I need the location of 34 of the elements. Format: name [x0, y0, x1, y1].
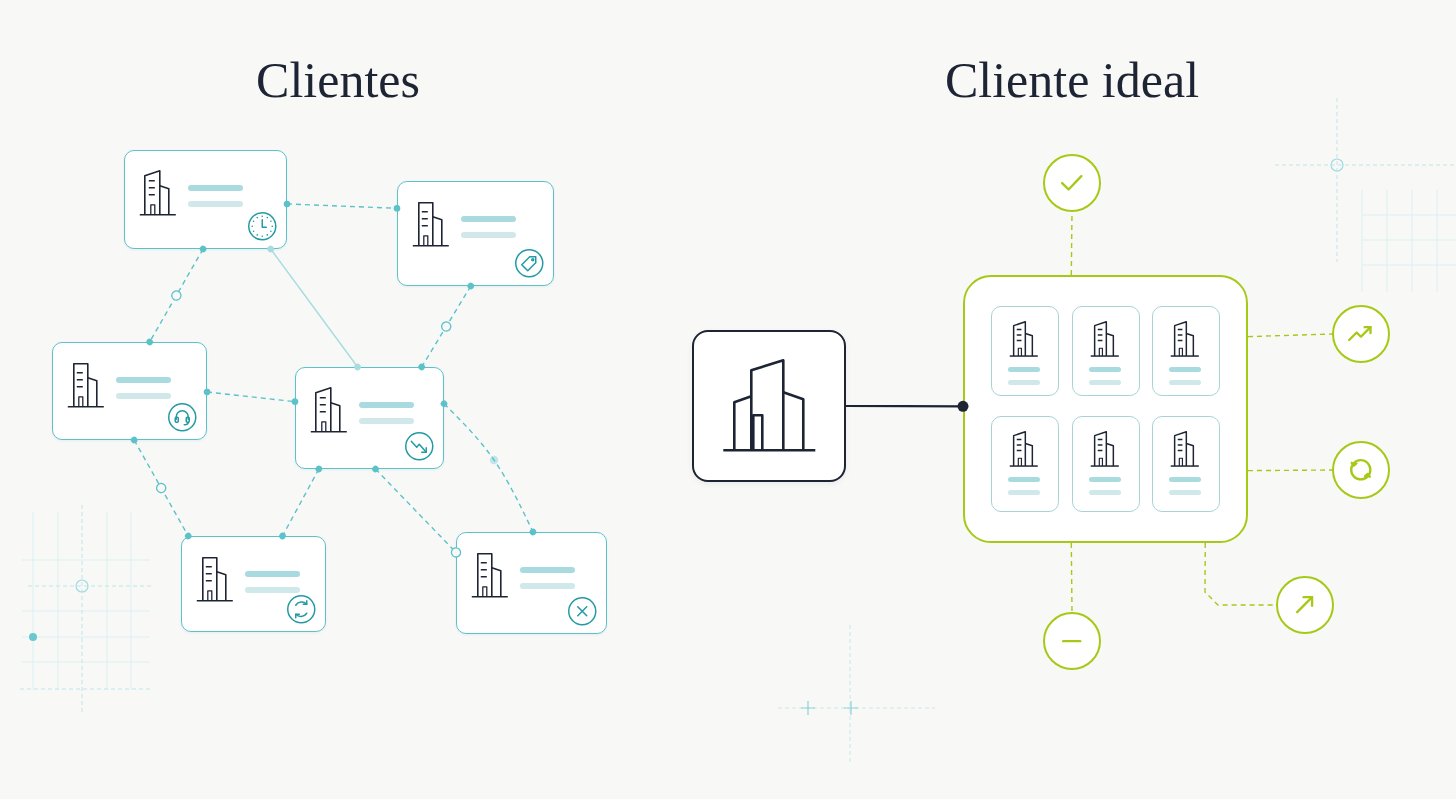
client-card	[124, 150, 287, 249]
client-card	[991, 416, 1059, 512]
panel-heading: Cliente ideal	[943, 52, 1201, 108]
indicator-circle	[1043, 612, 1101, 670]
connector-line	[283, 200, 401, 212]
client-card	[1152, 306, 1220, 396]
client-card	[1152, 416, 1220, 512]
indicator-circle	[1276, 576, 1334, 634]
connector-line	[1070, 542, 1073, 613]
client-card	[1072, 416, 1140, 512]
indicator-circle	[1332, 305, 1390, 363]
client-card	[295, 367, 444, 469]
connector-line	[279, 465, 323, 540]
connector-line	[1247, 469, 1333, 472]
connector-line	[146, 245, 207, 346]
connector-line	[440, 400, 537, 536]
panel-heading: Clientes	[255, 52, 421, 108]
client-card	[397, 181, 554, 286]
connector-line	[846, 400, 969, 412]
building-card	[692, 330, 846, 482]
connector-line	[130, 436, 192, 540]
connector-line	[372, 465, 462, 558]
client-card	[991, 306, 1059, 396]
client-card	[52, 342, 207, 440]
client-card	[456, 532, 607, 634]
connector-line	[418, 282, 475, 371]
connector-line	[267, 245, 361, 371]
indicator-circle	[1043, 154, 1101, 212]
client-card	[181, 536, 326, 632]
connector-line	[203, 388, 299, 405]
client-card	[1072, 306, 1140, 396]
indicator-circle	[1332, 441, 1390, 499]
ideal-client-panel	[963, 275, 1248, 543]
connector-line	[1247, 333, 1333, 338]
